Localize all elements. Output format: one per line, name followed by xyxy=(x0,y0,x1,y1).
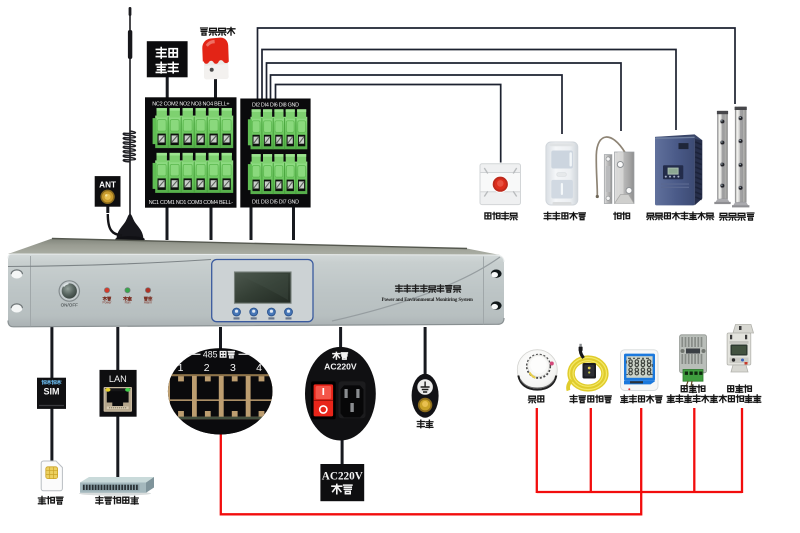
svg-text:DI1 DI3 DI5 DI7 GND: DI1 DI3 DI5 DI7 GND xyxy=(252,200,299,206)
svg-text:ANT: ANT xyxy=(99,181,116,190)
svg-text:AC220V: AC220V xyxy=(324,362,357,372)
svg-text:Alarm: Alarm xyxy=(144,301,153,305)
svg-text:Power and Environmental Moniti: Power and Environmental Monitiring Syste… xyxy=(382,298,473,303)
svg-text:AC220V: AC220V xyxy=(322,470,363,482)
svg-text:NC1 COM1 NO1 COM3 COM4 BELL-: NC1 COM1 NO1 COM3 COM4 BELL- xyxy=(149,200,234,206)
svg-text:NC2 COM2 NO2 NO3 NO4 BELL+: NC2 COM2 NO2 NO3 NO4 BELL+ xyxy=(152,102,229,108)
svg-text:LAN: LAN xyxy=(109,374,127,384)
svg-text:1: 1 xyxy=(178,362,184,374)
svg-text:2: 2 xyxy=(204,362,210,374)
svg-text:3: 3 xyxy=(230,362,236,374)
svg-text:Run: Run xyxy=(125,301,131,305)
svg-text:4: 4 xyxy=(256,362,262,374)
svg-text:DI2 DI4 DI6 DI8 GND: DI2 DI4 DI6 DI8 GND xyxy=(252,103,299,109)
svg-text:Power: Power xyxy=(102,301,112,305)
svg-text:SIM: SIM xyxy=(43,387,59,397)
svg-text:485: 485 xyxy=(203,350,218,360)
svg-text:ON/OFF: ON/OFF xyxy=(61,303,79,308)
